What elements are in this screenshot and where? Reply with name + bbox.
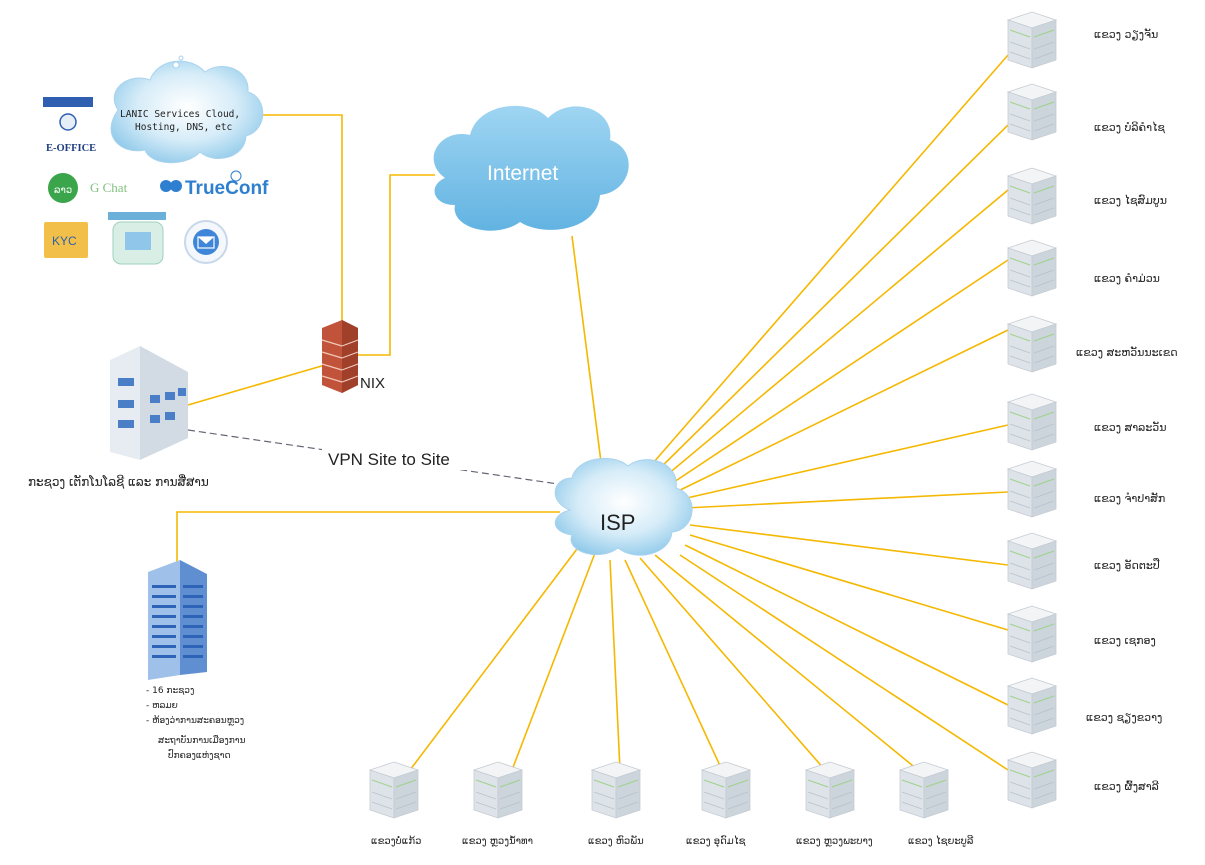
province-label: ແຂວງ ຫົວພັນ <box>588 836 644 847</box>
gchat-label: G Chat <box>90 180 128 195</box>
link-isp-vientiane <box>639 54 1009 479</box>
link-isp-houaphan <box>609 559 621 771</box>
link-isp-attapeu <box>689 524 1009 566</box>
link-isp-savannakhet <box>669 329 1009 496</box>
link-lanic-nix <box>246 114 343 322</box>
province-label: ແຂວງ ຫຼວງນໍ້າທາ <box>462 836 533 847</box>
link-nix-internet <box>358 174 435 356</box>
eoffice-logo: E-OFFICE <box>43 97 96 154</box>
truecon-label: TrueConf <box>185 178 269 199</box>
province-label: ແຂວງ ອັດຕະປື <box>1094 559 1160 572</box>
lanic-cloud: LANIC Services Cloud, Hosting, DNS, etc <box>110 55 264 164</box>
internet-cloud: Internet <box>433 105 629 231</box>
province-label: ແຂວງ ໄຊສົມບູນ <box>1094 194 1168 207</box>
province-label: ແຂວງ ຈໍາປາສັກ <box>1094 492 1166 505</box>
app-tile-icon <box>108 212 166 265</box>
link-isp-champasak <box>684 491 1009 509</box>
lanic-label-line1: LANIC Services Cloud, <box>120 109 240 120</box>
province-servers-right <box>1007 11 1057 809</box>
link-isp-khammouane <box>661 259 1009 491</box>
province-servers-bottom <box>369 761 949 819</box>
link-isp-phongsaly <box>679 554 1009 771</box>
mail-icon <box>184 220 228 264</box>
nix-firewall: NIX <box>321 320 385 393</box>
province-label: ແຂວງ ຫຼວງພະບາງ <box>796 836 873 847</box>
link-internet-isp <box>571 235 602 463</box>
link-isp-salavan <box>677 424 1009 501</box>
eoffice-label: E-OFFICE <box>46 143 96 154</box>
gov-list-item: - ຫ້ອງວ່າການສະຄອນຫຼວງ <box>146 716 245 726</box>
province-label: ແຂວງບໍ່ແກ້ວ <box>371 836 422 847</box>
link-gov-isp <box>176 511 560 650</box>
isp-label: ISP <box>600 510 635 535</box>
province-label: ແຂວງ ຊຽງຂວາງ <box>1086 711 1163 724</box>
ministry-label: ກະຊວງ ເຕັກໂນໂລຊີ ແລະ ການສື່ສານ <box>28 474 209 489</box>
link-isp-luangnamtha <box>511 552 596 771</box>
province-label: ແຂວງ ສາລະວັນ <box>1094 421 1167 434</box>
ministry-building <box>110 346 188 460</box>
isp-cloud: ISP <box>554 457 693 556</box>
kyc-icon: KYC <box>44 222 88 258</box>
svg-text:KYC: KYC <box>52 234 77 248</box>
government-tower <box>148 560 207 680</box>
province-label: ແຂວງ ບໍລິຄໍາໄຊ <box>1094 121 1165 134</box>
lao-app-icon: ລາວ <box>48 173 78 203</box>
link-isp-xiengkhouang <box>684 544 1009 706</box>
link-isp-sekong <box>689 534 1009 631</box>
vpn-label: VPN Site to Site <box>328 450 450 469</box>
gov-list-item: - ຫລມຍ <box>146 701 178 711</box>
province-label: ແຂວງ ຜົ້ງສາລີ <box>1094 780 1159 793</box>
link-isp-bokeo <box>409 544 581 771</box>
connection-lines <box>176 54 1009 771</box>
link-isp-xayabouli <box>654 554 919 771</box>
province-label: ແຂວງ ວຽງຈັນ <box>1094 28 1159 41</box>
link-isp-luangprabang <box>639 557 826 771</box>
link-isp-xaisomboun <box>654 189 1009 486</box>
gov-list-item: ປົກຄອງແຫ່ງຊາດ <box>168 751 231 761</box>
link-isp-oudomxai <box>624 559 723 771</box>
gov-list-item: - 16 ກະຊວງ <box>146 686 195 696</box>
svg-text:ລາວ: ລາວ <box>54 185 72 196</box>
lanic-label-line2: Hosting, DNS, etc <box>135 122 232 133</box>
province-label: ແຂວງ ເຊກອງ <box>1094 634 1156 647</box>
vpn-label-bg <box>322 448 474 470</box>
province-label: ແຂວງ ສະຫວັນນະເຂດ <box>1076 346 1178 359</box>
gov-list-item: ສະຖາບັນການເມືອງການ <box>158 736 246 746</box>
province-label: ແຂວງ ອຸດົມໄຊ <box>686 836 746 847</box>
province-label: ແຂວງ ໄຊຍະບູລີ <box>908 836 974 847</box>
internet-label: Internet <box>487 162 558 185</box>
province-label: ແຂວງ ຄໍາມ່ວນ <box>1094 272 1160 285</box>
nix-label: NIX <box>360 375 385 392</box>
link-isp-bolikhamxai <box>647 124 1009 481</box>
truecon-icon: TrueConf <box>160 170 269 199</box>
link-ministry-nix <box>187 364 326 406</box>
